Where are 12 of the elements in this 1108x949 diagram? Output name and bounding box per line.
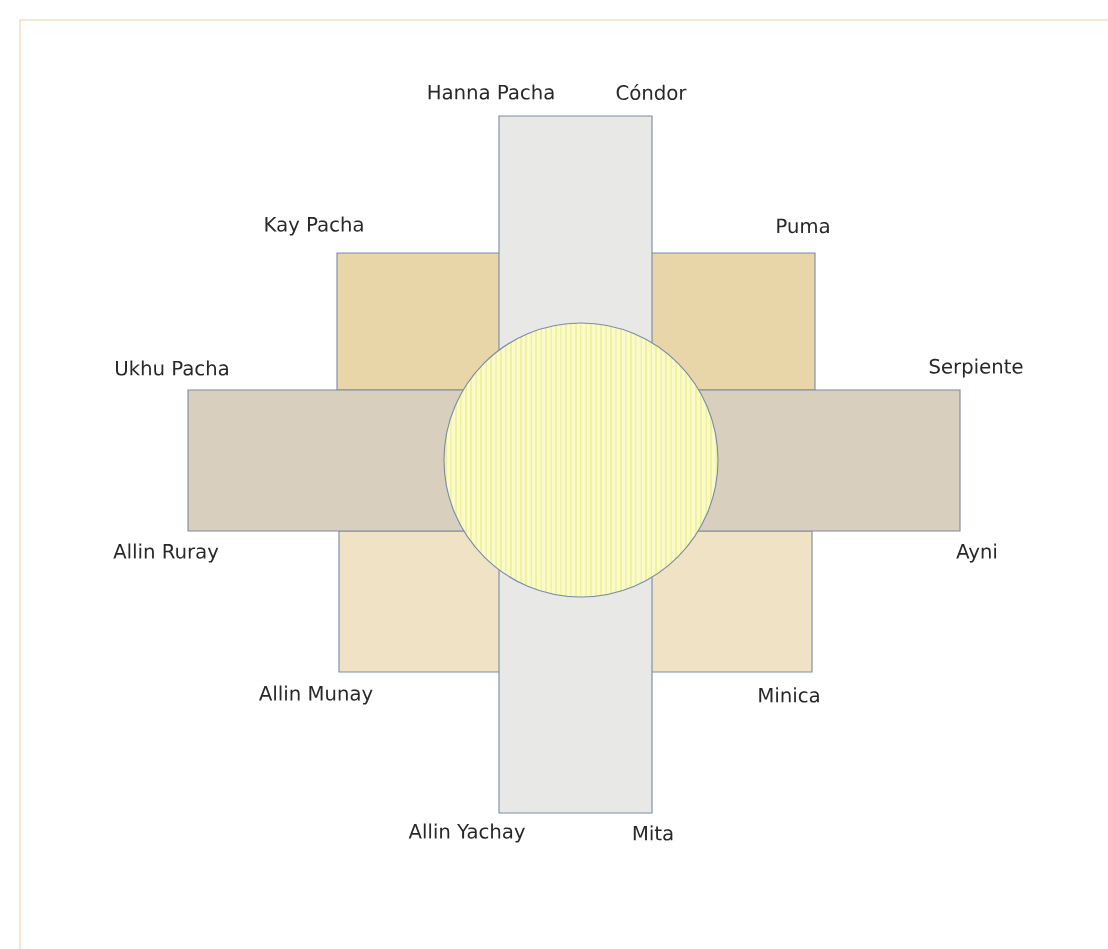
cross-label: Ukhu Pacha (116, 360, 228, 376)
cross-label: Mita (633, 825, 673, 841)
cross-label: Ayni (956, 543, 997, 563)
cross-label: Kay Pacha (265, 216, 363, 236)
cross-label: Serpiente (929, 358, 1023, 378)
cross-label: Allin Yachay (408, 823, 525, 843)
cross-label: Allin Ruray (113, 543, 219, 563)
cross-label: Cóndor (616, 84, 687, 100)
cross-label: Allin Munay (259, 685, 373, 705)
cross-label: Hanna Pacha (428, 84, 554, 100)
cross-label: Puma (777, 218, 829, 234)
cross-label: Minica (759, 687, 819, 703)
